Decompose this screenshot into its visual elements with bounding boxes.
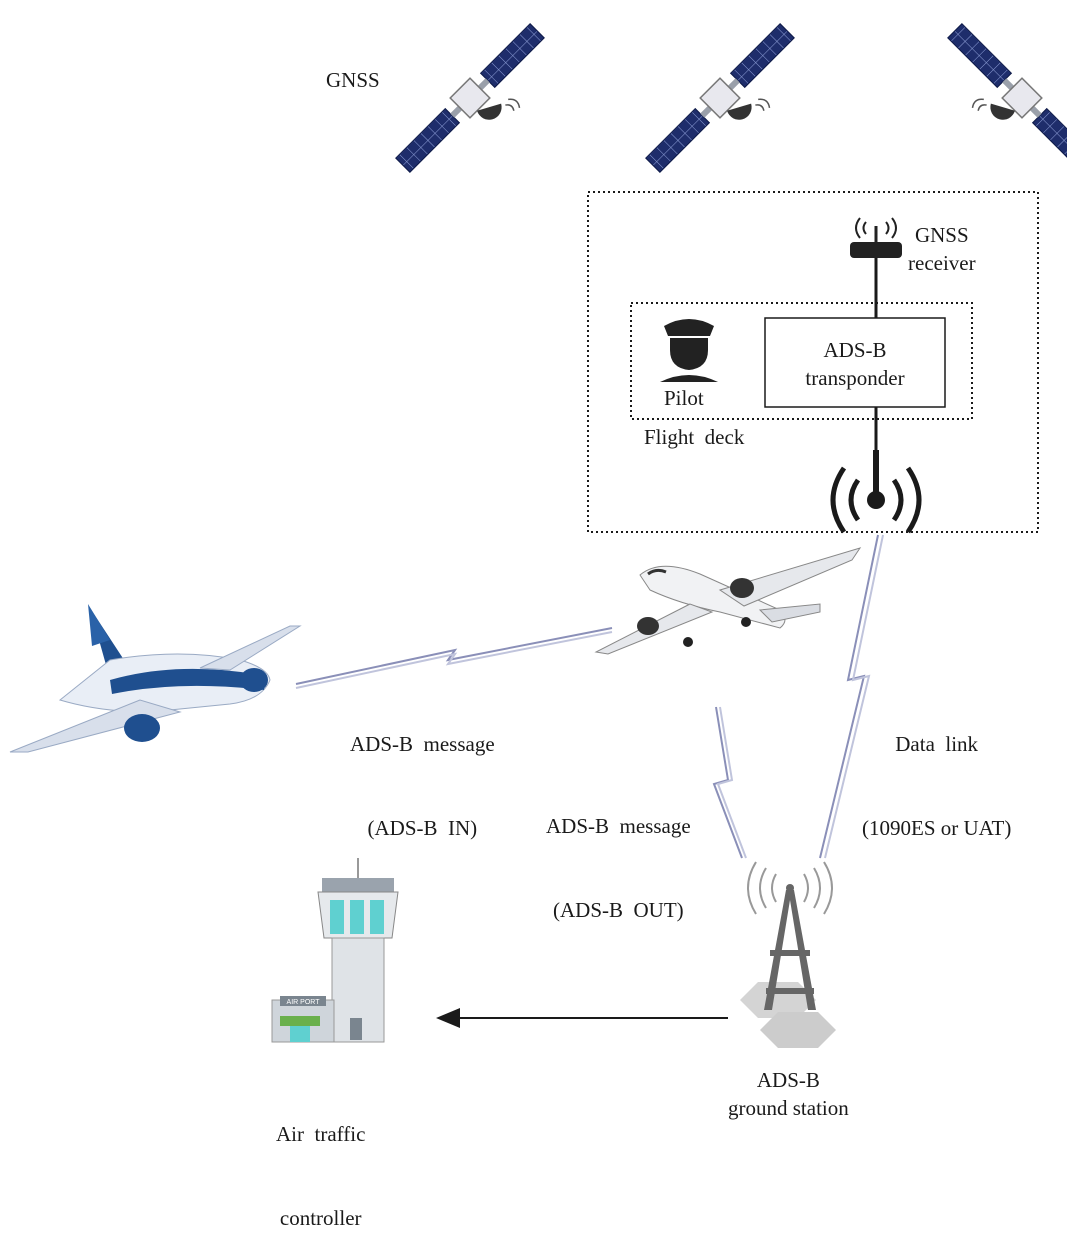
airplane-icon [9,604,302,753]
adsb-in-label-line1: ADS-B message [350,732,495,756]
gnss-label: GNSS [326,68,380,92]
adsb-in-link-2 [295,631,613,689]
airport-sign: AIR PORT [287,999,321,1006]
adsb-in-label-line2: (ADS-B IN) [367,816,478,840]
adsb-out-label-line1: ADS-B message [546,814,691,838]
data-link-label: Data link (1090ES or UAT) [862,674,1011,870]
pilot-label: Pilot [664,386,704,410]
gnss-receiver-label-line1: GNSS [914,223,969,247]
adsb-out-link-2 [716,706,747,859]
atc-label-line1: Air traffic [276,1122,366,1146]
adsb-out-label-line2: (ADS-B OUT) [553,898,684,922]
radio-tower-icon [740,861,836,1048]
atc-label: Air traffic controller [276,1064,365,1260]
data-link-label-line2: (1090ES or UAT) [862,816,1012,840]
satellite-icon [924,20,1067,196]
ground-station-label-line1: ADS-B [756,1068,820,1092]
gnss-receiver-label-line2: receiver [908,251,976,275]
adsb-out-label: ADS-B message (ADS-B OUT) [546,756,691,952]
control-tower-icon: AIR PORT [271,858,399,1043]
airplane-icon [594,547,862,655]
adsb-out-link [712,706,743,859]
atc-label-line2: controller [279,1206,362,1230]
data-link-wave-2 [824,534,884,859]
transponder-label-line2: transponder [805,366,905,390]
gnss-receiver-icon [850,217,902,258]
ground-station-label-line2: ground station [728,1096,849,1120]
aircraft-system-box [587,191,1039,533]
transponder-label-line1: ADS-B [823,338,887,362]
flight-deck-box [630,302,973,420]
satellite-icon [392,20,568,196]
gnss-receiver-label: GNSS receiver [908,221,976,277]
data-link-wave [819,534,879,859]
transponder-label: ADS-B transponder [765,336,945,392]
adsb-in-label: ADS-B message (ADS-B IN) [350,674,495,870]
diagram-canvas: AIR PORT [9,20,1067,1048]
ground-station-label: ADS-B ground station [728,1066,849,1122]
data-link-label-line1: Data link [895,732,979,756]
satellite-icon [642,20,818,196]
flight-deck-label: Flight deck [644,425,745,449]
transponder-box [764,317,946,408]
antenna-icon [830,450,922,534]
pilot-icon [660,319,718,382]
